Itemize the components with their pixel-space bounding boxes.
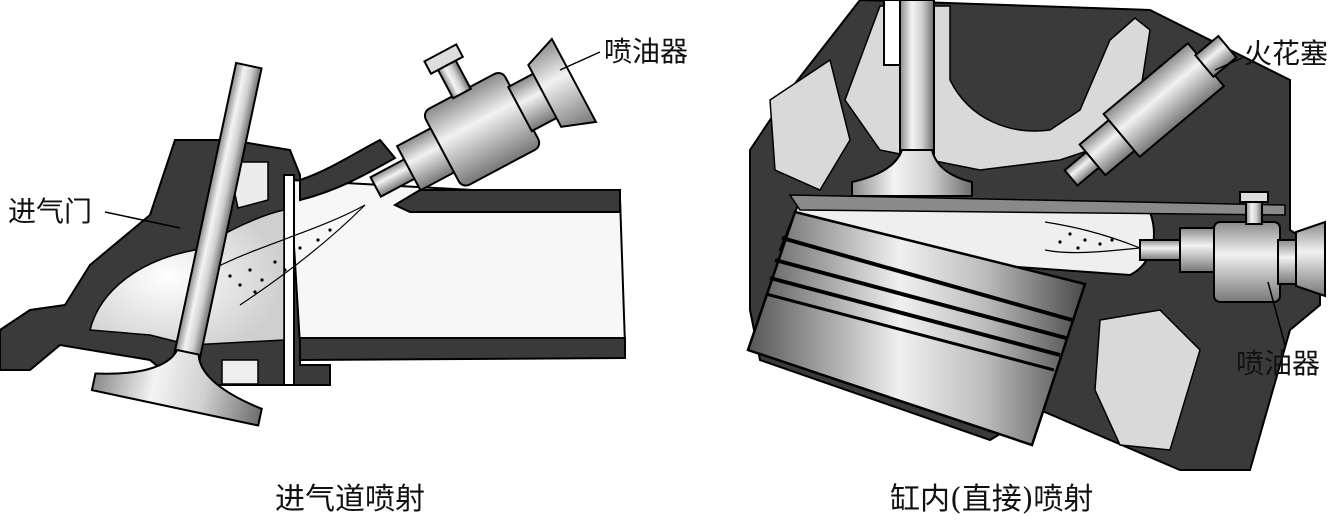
leader-intake-valve [104,211,181,229]
cylinder-liner [788,194,1286,216]
intake-valve [90,61,263,427]
intake-port-chamber [89,209,285,346]
piston [746,210,1087,447]
leader-injector-left [559,51,601,71]
caption-direct-injection: 缸内(直接)喷射 [890,482,1094,517]
label-injector-right: 喷油器 [1236,347,1321,380]
cylinder-valve [851,0,973,197]
head-pocket-left [769,58,851,191]
direct-fuel-injector [1139,191,1326,303]
port-fuel-injector [369,37,598,199]
label-spark-plug: 火花塞 [1244,37,1329,70]
intake-upper-wall [299,138,397,202]
port-gasket [283,174,295,386]
fuel-spray-left [214,204,366,306]
label-injector-left: 喷油器 [604,35,689,68]
intake-runner-top-wall [392,189,621,213]
label-intake-valve: 进气门 [8,195,93,228]
direct-injection-diagram [746,0,1326,471]
spark-plug [1063,34,1238,187]
port-injection-diagram [0,37,627,427]
intake-runner-bottom-wall [299,337,626,362]
leader-spark-plug [1214,57,1243,71]
caption-port-injection: 进气道喷射 [275,482,425,517]
coolant-slot [221,359,259,385]
block-coolant-pocket [1094,309,1201,451]
leader-injector-right [1267,281,1286,346]
fuel-spray-right [1044,221,1141,254]
